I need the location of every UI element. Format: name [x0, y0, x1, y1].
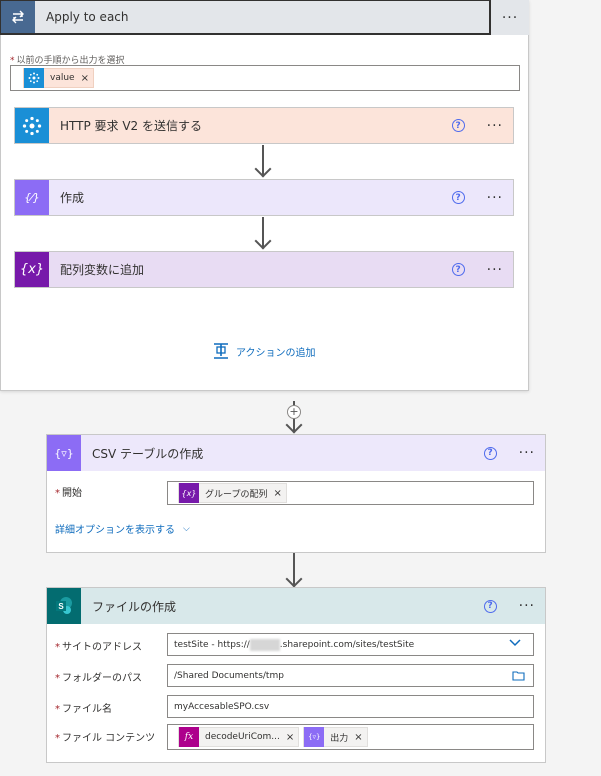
chevron-down-icon [509, 639, 521, 650]
remove-token-button[interactable]: × [354, 731, 363, 743]
connector-arrow [285, 416, 303, 434]
remove-token-button[interactable]: × [80, 72, 89, 84]
compose-action[interactable]: {⁄} 作成 ? ··· [14, 179, 514, 216]
connector-arrow [254, 160, 272, 178]
connector-line [262, 145, 264, 175]
create-csv-table-card: {▿} CSV テーブルの作成 ? ··· *開始 {x} グループの配列 × … [46, 434, 546, 553]
redacted-text [249, 638, 280, 651]
append-array-variable-action[interactable]: {x} 配列変数に追加 ? ··· [14, 251, 514, 288]
chevron-down-icon: ⌵ [183, 523, 190, 534]
from-label-text: 開始 [62, 488, 82, 499]
show-advanced-options-link[interactable]: 詳細オプションを表示する ⌵ [55, 521, 190, 537]
more-button[interactable]: ··· [486, 189, 503, 206]
apply-to-each-container: Apply to each ··· *以前の手順から出力を選択 value × … [0, 0, 529, 391]
help-icon[interactable]: ? [451, 263, 465, 276]
http-globe-icon [24, 68, 44, 88]
folder-path-value: /Shared Documents/tmp [174, 670, 284, 681]
file-name-label-text: ファイル名 [62, 704, 112, 715]
help-icon[interactable]: ? [483, 599, 497, 613]
array-group-token-label: グループの配列 [205, 489, 268, 500]
required-marker: * [55, 642, 60, 653]
required-marker: * [55, 704, 60, 715]
http-request-action[interactable]: HTTP 要求 V2 を送信する ? ··· [14, 107, 514, 144]
expression-token-label: decodeUriCom... [205, 732, 280, 742]
append-array-title: 配列変数に追加 [60, 263, 145, 277]
more-button[interactable]: ··· [486, 261, 503, 278]
variable-icon: {x} [15, 252, 49, 287]
folder-path-label-text: フォルダーのパス [62, 673, 142, 684]
site-address-label: *サイトのアドレス [55, 638, 142, 653]
expression-fx-icon: fx [179, 727, 199, 747]
create-file-title: ファイルの作成 [92, 599, 177, 614]
sharepoint-icon: S [47, 588, 81, 624]
required-marker: * [55, 673, 60, 684]
file-content-label: *ファイル コンテンツ [55, 729, 155, 744]
from-input[interactable]: {x} グループの配列 × [167, 481, 534, 505]
show-advanced-options-label: 詳細オプションを表示する [55, 525, 175, 536]
create-file-card: S ファイルの作成 ? ··· *サイトのアドレス testSite - htt… [46, 587, 546, 763]
compose-icon: {⁄} [15, 180, 49, 215]
site-address-label-text: サイトのアドレス [62, 642, 142, 653]
help-icon[interactable]: ? [483, 446, 497, 460]
file-name-input[interactable]: myAccesableSPO.csv [167, 695, 534, 718]
folder-path-input[interactable]: /Shared Documents/tmp [167, 664, 534, 687]
folder-picker-icon[interactable] [512, 670, 525, 684]
compose-title: 作成 [60, 191, 85, 205]
required-marker: * [10, 56, 15, 66]
array-group-token[interactable]: {x} グループの配列 × [178, 483, 287, 503]
folder-path-label: *フォルダーのパス [55, 669, 142, 684]
output-token[interactable]: {▿} 出力 × [303, 727, 368, 747]
connector-line [293, 553, 295, 585]
select-output-field[interactable]: value × [10, 65, 520, 91]
select-output-label: *以前の手順から出力を選択 [10, 53, 125, 66]
variable-icon: {x} [179, 483, 199, 503]
select-output-label-text: 以前の手順から出力を選択 [16, 56, 125, 66]
svg-text:S: S [58, 602, 64, 611]
more-button[interactable]: ··· [486, 117, 503, 134]
connector-arrow [285, 570, 303, 588]
http-request-title: HTTP 要求 V2 を送信する [60, 119, 202, 133]
remove-token-button[interactable]: × [273, 487, 282, 499]
file-name-value: myAccesableSPO.csv [174, 701, 270, 712]
apply-to-each-more-button[interactable]: ··· [491, 0, 529, 35]
data-operation-icon: {▿} [47, 435, 81, 471]
http-globe-icon [15, 108, 49, 143]
add-action-button[interactable]: アクションの追加 [212, 342, 316, 360]
site-address-prefix: testSite - https:// [174, 639, 250, 650]
create-file-header[interactable]: S ファイルの作成 ? ··· [47, 588, 545, 624]
apply-to-each-title: Apply to each [46, 10, 129, 24]
add-action-label: アクションの追加 [236, 347, 316, 359]
connector-arrow [254, 232, 272, 250]
more-button[interactable]: ··· [518, 445, 535, 461]
more-button[interactable]: ··· [518, 598, 535, 614]
add-action-icon [214, 343, 228, 359]
site-address-suffix: .sharepoint.com/sites/testSite [279, 639, 415, 650]
remove-token-button[interactable]: × [285, 731, 295, 743]
create-csv-table-title: CSV テーブルの作成 [92, 446, 204, 461]
create-csv-table-header[interactable]: {▿} CSV テーブルの作成 ? ··· [47, 435, 545, 471]
site-address-dropdown[interactable]: testSite - https:// .sharepoint.com/site… [167, 633, 534, 656]
help-icon[interactable]: ? [451, 191, 465, 204]
required-marker: * [55, 733, 60, 744]
help-icon[interactable]: ? [451, 119, 465, 132]
file-content-input[interactable]: fx decodeUriCom... × {▿} 出力 × [167, 724, 534, 750]
apply-to-each-header[interactable]: Apply to each [0, 0, 491, 35]
expression-token[interactable]: fx decodeUriCom... × [178, 727, 300, 747]
value-token-label: value [50, 73, 75, 83]
output-token-label: 出力 [330, 733, 349, 744]
connector-line [262, 217, 264, 247]
loop-icon [1, 1, 35, 33]
data-operation-icon: {▿} [304, 727, 325, 747]
value-token[interactable]: value × [23, 68, 94, 88]
file-name-label: *ファイル名 [55, 700, 112, 715]
required-marker: * [55, 488, 60, 499]
insert-step-plus-button[interactable]: + [287, 405, 301, 419]
file-content-label-text: ファイル コンテンツ [62, 733, 156, 744]
from-label: *開始 [55, 484, 82, 499]
